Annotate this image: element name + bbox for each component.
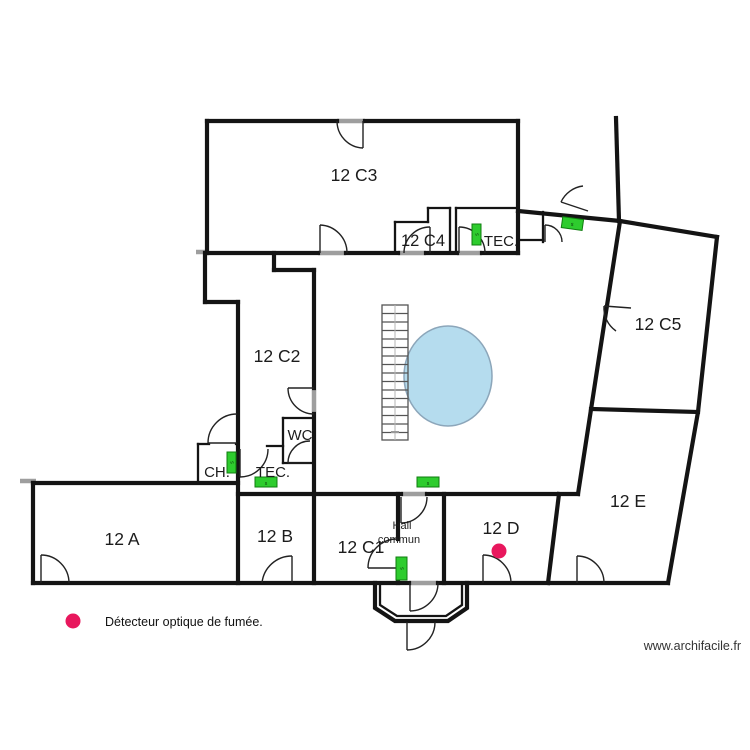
legend-label: Détecteur optique de fumée. (105, 615, 263, 629)
door-12d (482, 554, 512, 584)
sensor-marker-tec-bottom: s (254, 476, 278, 488)
svg-text:s: s (400, 567, 406, 570)
door-corridor-diagonal (560, 185, 589, 212)
interior-walls (196, 206, 545, 618)
room-label-12b: 12 B (257, 526, 293, 546)
door-12c5 (603, 305, 632, 332)
pool-shape (403, 325, 493, 427)
room-label-ch: CH. (204, 464, 230, 481)
door-hall-top (400, 496, 428, 524)
room-label-tec-bottom: TEC. (256, 464, 290, 481)
stairs (381, 304, 409, 441)
door-wc (287, 440, 311, 464)
door-porch-outer (406, 621, 436, 651)
legend: Détecteur optique de fumée. (65, 613, 263, 629)
room-label-12a: 12 A (104, 529, 139, 549)
door-12c2 (287, 387, 315, 415)
legend-detector-dot (65, 613, 81, 629)
sensor-marker-hall: s (395, 556, 408, 581)
door-closet (544, 224, 563, 243)
door-ch-top (207, 413, 238, 444)
sensor-markers: s s s s s s (226, 216, 585, 581)
door-tec-bottom (239, 448, 269, 478)
door-12c4 (403, 226, 431, 254)
smoke-detector-dot-12d (491, 543, 507, 559)
svg-text:s: s (230, 461, 236, 464)
svg-text:s: s (426, 481, 429, 487)
svg-text:s: s (570, 222, 574, 228)
room-labels: 12 C3 12 C4 TEC. 12 C5 12 C2 WC CH. TEC.… (104, 165, 681, 557)
room-label-12e: 12 E (610, 491, 646, 511)
room-label-12c3: 12 C3 (331, 165, 378, 185)
door-12e (576, 555, 605, 584)
room-label-tec-top: TEC. (484, 233, 518, 250)
outer-walls (30, 115, 720, 624)
watermark: www.archifacile.fr (643, 639, 741, 653)
room-label-12c2: 12 C2 (254, 346, 301, 366)
door-12b (261, 555, 293, 584)
sensor-marker-ch: s (226, 451, 237, 474)
room-label-hall-line1: Hall (393, 520, 412, 532)
room-label-hall-line2: commun (378, 534, 420, 546)
door-12c1 (367, 538, 398, 569)
sensor-marker-corridor: s (560, 216, 585, 232)
sensor-marker-pool-room: s (416, 476, 440, 488)
door-12c3-top (336, 120, 364, 149)
svg-text:s: s (475, 233, 481, 236)
door-12c3-bottom (319, 224, 348, 254)
room-label-12c4: 12 C4 (401, 232, 445, 250)
room-label-12c1: 12 C1 (338, 537, 385, 557)
svg-text:s: s (264, 481, 267, 487)
door-12a (40, 554, 70, 584)
room-label-12d: 12 D (483, 518, 520, 538)
sensor-marker-tec-top: s (471, 223, 482, 246)
door-porch-inner (409, 582, 439, 612)
room-label-wc: WC (288, 427, 313, 444)
door-arcs (40, 120, 632, 651)
room-label-12c5: 12 C5 (635, 314, 682, 334)
